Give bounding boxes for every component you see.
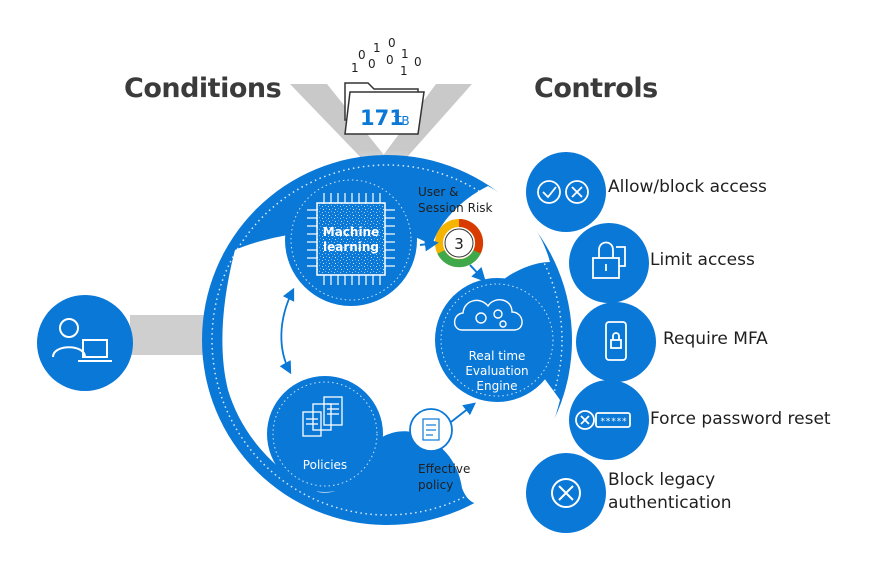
- risk-gauge: User & Session Risk 3: [418, 185, 493, 283]
- data-folder: 0 1 0 1 0 0 1 1 0 171 TB: [344, 36, 425, 135]
- control-allow-block: [526, 152, 606, 232]
- engine-label-line1: Real time: [469, 349, 526, 363]
- allow-block-icon: [537, 180, 589, 204]
- control-label-require-mfa: Require MFA: [663, 329, 768, 349]
- cloud-gears-icon: [453, 299, 523, 331]
- control-label-block-legacy-line2: authentication: [608, 493, 732, 513]
- svg-text:1: 1: [351, 61, 359, 75]
- documents-icon: [302, 396, 343, 437]
- effective-policy-line1: Effective: [418, 462, 470, 476]
- svg-text:0: 0: [368, 57, 376, 71]
- risk-label-line2: Session Risk: [418, 201, 493, 215]
- svg-text:0: 0: [386, 53, 394, 67]
- ml-label-line2: learning: [323, 240, 379, 254]
- data-size-unit: TB: [393, 114, 410, 128]
- control-require-mfa: [576, 302, 656, 382]
- user-laptop-icon: [52, 318, 112, 362]
- machine-learning-node: Machine learning: [285, 174, 417, 306]
- policies-label: Policies: [303, 458, 347, 472]
- user-node: [37, 295, 133, 391]
- svg-text:*****: *****: [600, 417, 627, 427]
- risk-level: 3: [454, 235, 464, 253]
- evaluation-engine-node: Real time Evaluation Engine: [435, 278, 559, 402]
- block-icon: [551, 478, 581, 508]
- control-force-password-reset: *****: [569, 380, 649, 460]
- svg-text:0: 0: [358, 48, 366, 62]
- ml-policies-arrow: [279, 287, 295, 375]
- lock-icon: [592, 241, 626, 279]
- engine-label-line3: Engine: [476, 379, 517, 393]
- user-connector: [130, 315, 210, 355]
- mfa-phone-icon: [605, 321, 627, 361]
- control-label-allow-block: Allow/block access: [608, 177, 767, 197]
- password-reset-icon: *****: [575, 410, 631, 430]
- control-label-force-password-reset: Force password reset: [650, 409, 831, 429]
- control-label-limit-access: Limit access: [650, 250, 755, 270]
- engine-label-line2: Evaluation: [465, 364, 528, 378]
- chip-icon: [307, 193, 395, 285]
- effective-policy-line2: policy: [418, 478, 453, 492]
- effective-policy-node: Effective policy: [409, 402, 476, 492]
- control-label-block-legacy: Block legacy authentication: [608, 469, 732, 515]
- controls-heading: Controls: [534, 73, 658, 104]
- svg-text:1: 1: [401, 47, 409, 61]
- conditions-heading: Conditions: [124, 73, 282, 104]
- control-block-legacy: [526, 453, 606, 533]
- svg-text:0: 0: [388, 36, 396, 50]
- policies-node: Policies: [267, 376, 383, 492]
- svg-text:1: 1: [373, 41, 381, 55]
- checklist-icon: [422, 418, 440, 441]
- binary-digits: 0 1 0 1 0 0 1 1 0: [351, 36, 422, 78]
- ml-label-line1: Machine: [323, 225, 380, 239]
- risk-label-line1: User &: [418, 185, 459, 199]
- svg-text:1: 1: [400, 64, 408, 78]
- control-limit-access: [569, 223, 649, 303]
- data-size-number: 171: [360, 106, 404, 130]
- svg-text:0: 0: [414, 55, 422, 69]
- control-label-block-legacy-line1: Block legacy: [608, 470, 716, 490]
